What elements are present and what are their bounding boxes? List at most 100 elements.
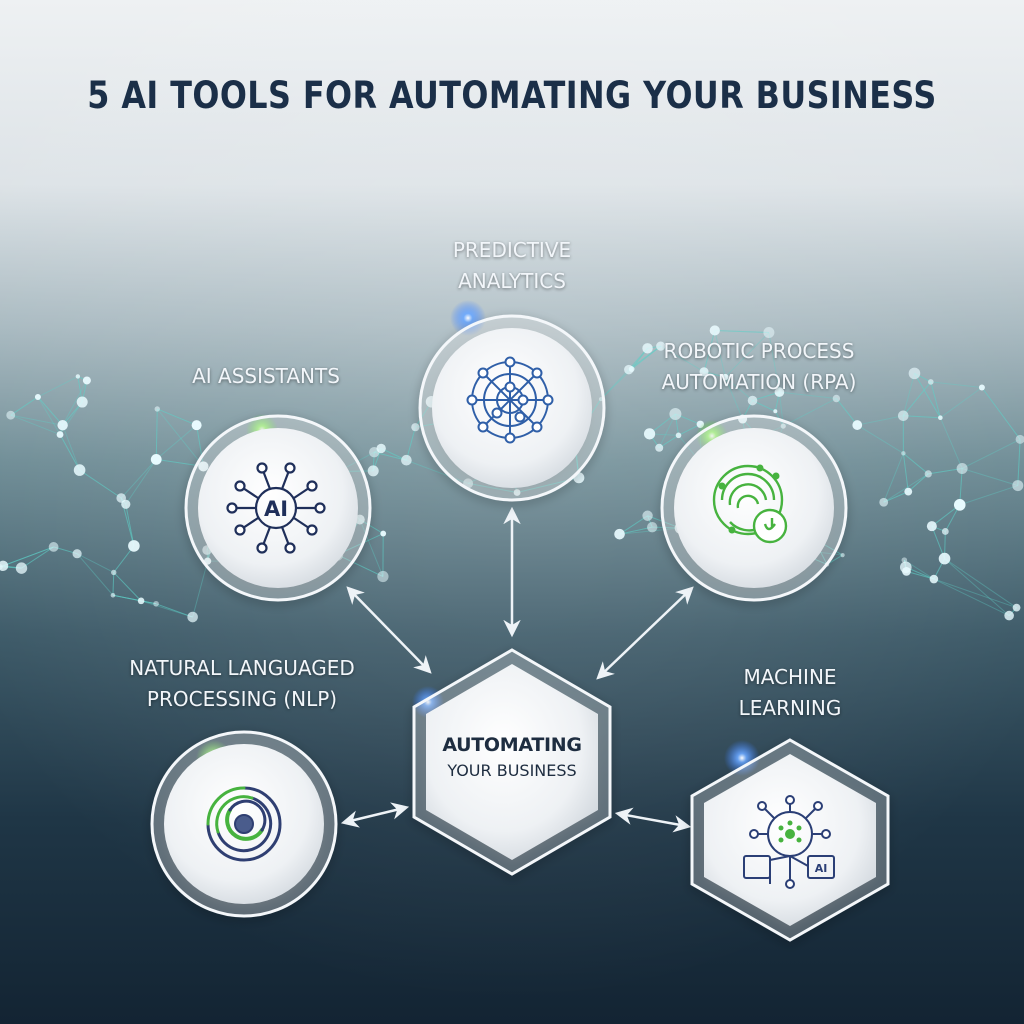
network-link: [724, 332, 770, 378]
network-dot: [978, 384, 985, 391]
network-link: [914, 373, 941, 418]
network-link: [1017, 439, 1021, 486]
network-link: [76, 553, 114, 596]
network-dot: [150, 453, 162, 465]
network-link: [2, 546, 54, 567]
network-dot: [927, 379, 934, 385]
network-dot: [48, 542, 59, 552]
network-link: [944, 558, 1010, 616]
label-ml-line1: MACHINE: [743, 665, 837, 689]
network-dot: [380, 530, 387, 537]
connector-arrows: [340, 506, 694, 833]
label-machine-learning: MACHINE LEARNING: [690, 662, 890, 724]
network-link: [157, 408, 197, 426]
network-dot: [15, 562, 28, 574]
network-dot: [902, 567, 911, 576]
network-dot: [111, 569, 117, 576]
network-link: [600, 368, 632, 400]
network-dot: [128, 540, 140, 552]
network-link: [1017, 439, 1021, 486]
network-link: [600, 369, 630, 400]
node-ai-assistants[interactable]: [184, 414, 372, 602]
network-link: [703, 330, 716, 372]
arrow-nlp: [340, 802, 410, 828]
network-link: [835, 398, 858, 426]
network-dot: [938, 552, 951, 565]
network-dot: [137, 597, 145, 605]
network-dot: [116, 493, 127, 503]
arrow-rpa: [596, 586, 694, 680]
network-link: [783, 398, 837, 427]
network-link: [374, 451, 407, 461]
network-dot: [73, 464, 86, 476]
node-machine-learning[interactable]: [690, 738, 890, 942]
network-link: [714, 330, 726, 378]
network-dot: [901, 451, 906, 456]
network-link: [902, 381, 932, 417]
arrow-assistants: [346, 586, 432, 674]
network-link: [903, 415, 941, 419]
network-link: [930, 381, 982, 388]
network-link: [928, 467, 963, 475]
network-link: [933, 578, 1010, 617]
network-link: [156, 408, 204, 467]
label-rpa-line2: AUTOMATION (RPA): [661, 370, 857, 394]
network-dot: [675, 432, 682, 439]
network-dot: [1012, 480, 1024, 492]
network-dot: [642, 343, 653, 354]
network-link: [112, 594, 142, 602]
network-link: [961, 438, 1021, 469]
network-dot: [901, 557, 908, 563]
ai-chip-icon: [226, 462, 326, 554]
network-link: [0, 546, 54, 568]
network-link: [931, 504, 961, 527]
node-predictive-analytics[interactable]: [418, 314, 606, 502]
center-line2: YOUR BUSINESS: [447, 761, 577, 780]
network-link: [883, 453, 904, 503]
network-link: [930, 381, 941, 418]
network-dot: [76, 396, 88, 408]
network-link: [660, 345, 705, 373]
network-dot: [840, 552, 845, 558]
network-link: [125, 504, 135, 546]
network-dot: [56, 431, 64, 438]
network-link: [59, 434, 81, 471]
network-link: [37, 396, 64, 426]
network-link: [944, 558, 1017, 609]
network-dot: [956, 462, 968, 474]
network-link: [703, 330, 716, 372]
network-link: [112, 572, 115, 596]
label-nlp: NATURAL LANGUAGED PROCESSING (NLP): [112, 653, 372, 715]
label-ai-assistants: AI ASSISTANTS: [166, 361, 366, 392]
label-predictive-line1: PREDICTIVE: [452, 238, 572, 262]
network-dot: [57, 420, 68, 431]
network-link: [79, 469, 122, 499]
network-link: [903, 452, 929, 475]
network-link: [155, 603, 193, 618]
network-dot: [82, 376, 91, 385]
network-link: [857, 424, 904, 454]
network-link: [779, 391, 837, 399]
network-dot: [897, 410, 909, 422]
network-link: [907, 473, 929, 493]
network-dot: [669, 407, 682, 420]
network-link: [79, 469, 122, 499]
network-link: [933, 578, 1017, 609]
network-link: [619, 526, 653, 535]
network-dot: [628, 366, 635, 372]
network-dot: [187, 611, 198, 623]
network-link: [62, 380, 88, 426]
center-hexagon[interactable]: [412, 648, 612, 876]
network-link: [113, 572, 142, 602]
ml-ai-text: AI: [815, 862, 828, 875]
network-dot: [774, 387, 785, 397]
network-link: [155, 424, 197, 460]
network-link: [714, 329, 769, 334]
label-nlp-line2: PROCESSING (NLP): [146, 687, 338, 711]
network-dot: [926, 521, 937, 532]
network-dot: [367, 465, 379, 477]
node-rpa[interactable]: [660, 414, 848, 602]
network-dot: [953, 499, 966, 511]
network-link: [140, 600, 193, 618]
